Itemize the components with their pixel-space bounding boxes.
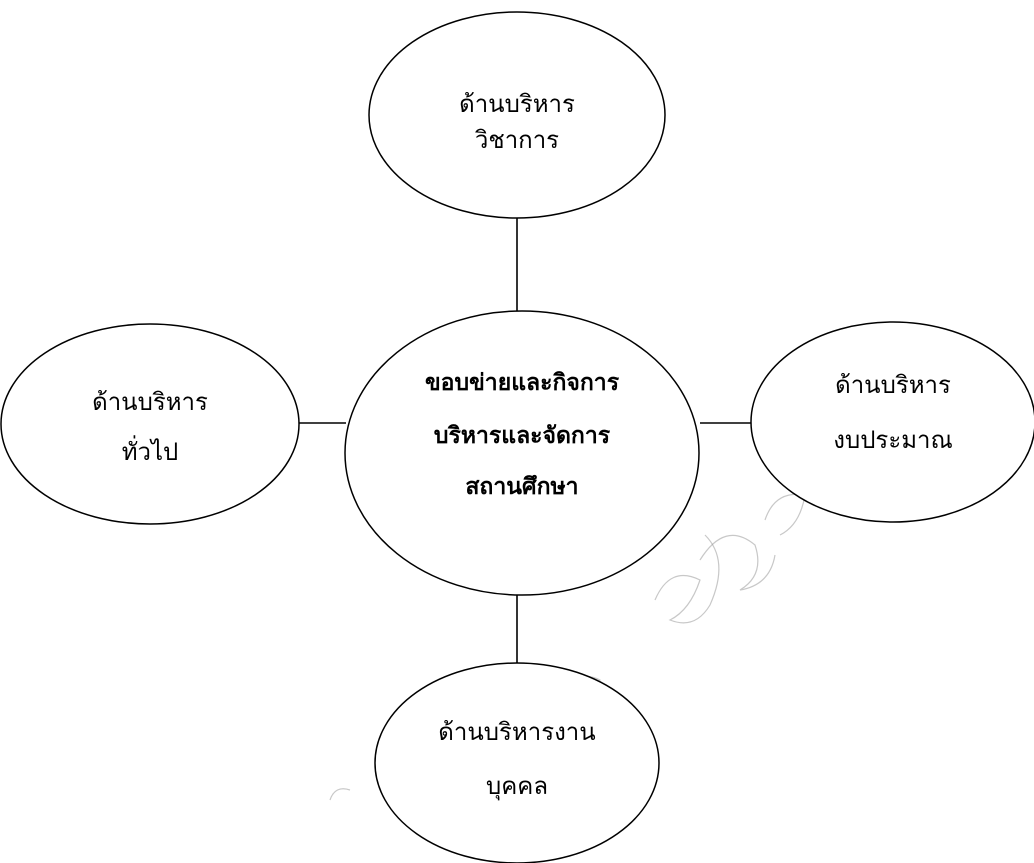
node-center-line-1: ขอบข่ายและกิจการ [425,369,620,396]
node-center-ellipse [344,310,700,596]
node-personnel-line-2: บุคคล [486,772,548,801]
node-personnel-ellipse [374,662,660,863]
node-center-line-3: สถานศึกษา [465,473,578,500]
node-academic-ellipse [368,11,666,219]
node-budget-line-1: ด้านบริหาร [835,371,951,399]
node-general-ellipse [0,323,300,525]
node-academic-line-1: ด้านบริหาร [459,90,575,118]
node-general-line-2: ทั่วไป [122,435,179,466]
node-budget-ellipse [750,321,1034,523]
node-budget-line-2: งบประมาณ [833,426,953,454]
node-general: ด้านบริหาร ทั่วไป [0,323,300,525]
node-budget: ด้านบริหาร งบประมาณ [750,321,1034,523]
node-personnel: ด้านบริหารงาน บุคคล [374,662,660,863]
node-academic-line-2: วิชาการ [474,126,559,154]
node-personnel-line-1: ด้านบริหารงาน [438,718,595,746]
node-general-line-1: ด้านบริหาร [92,388,208,416]
node-center: ขอบข่ายและกิจการ บริหารและจัดการ สถานศึก… [344,310,700,596]
node-academic: ด้านบริหาร วิชาการ [368,11,666,219]
node-center-line-2: บริหารและจัดการ [434,422,611,449]
